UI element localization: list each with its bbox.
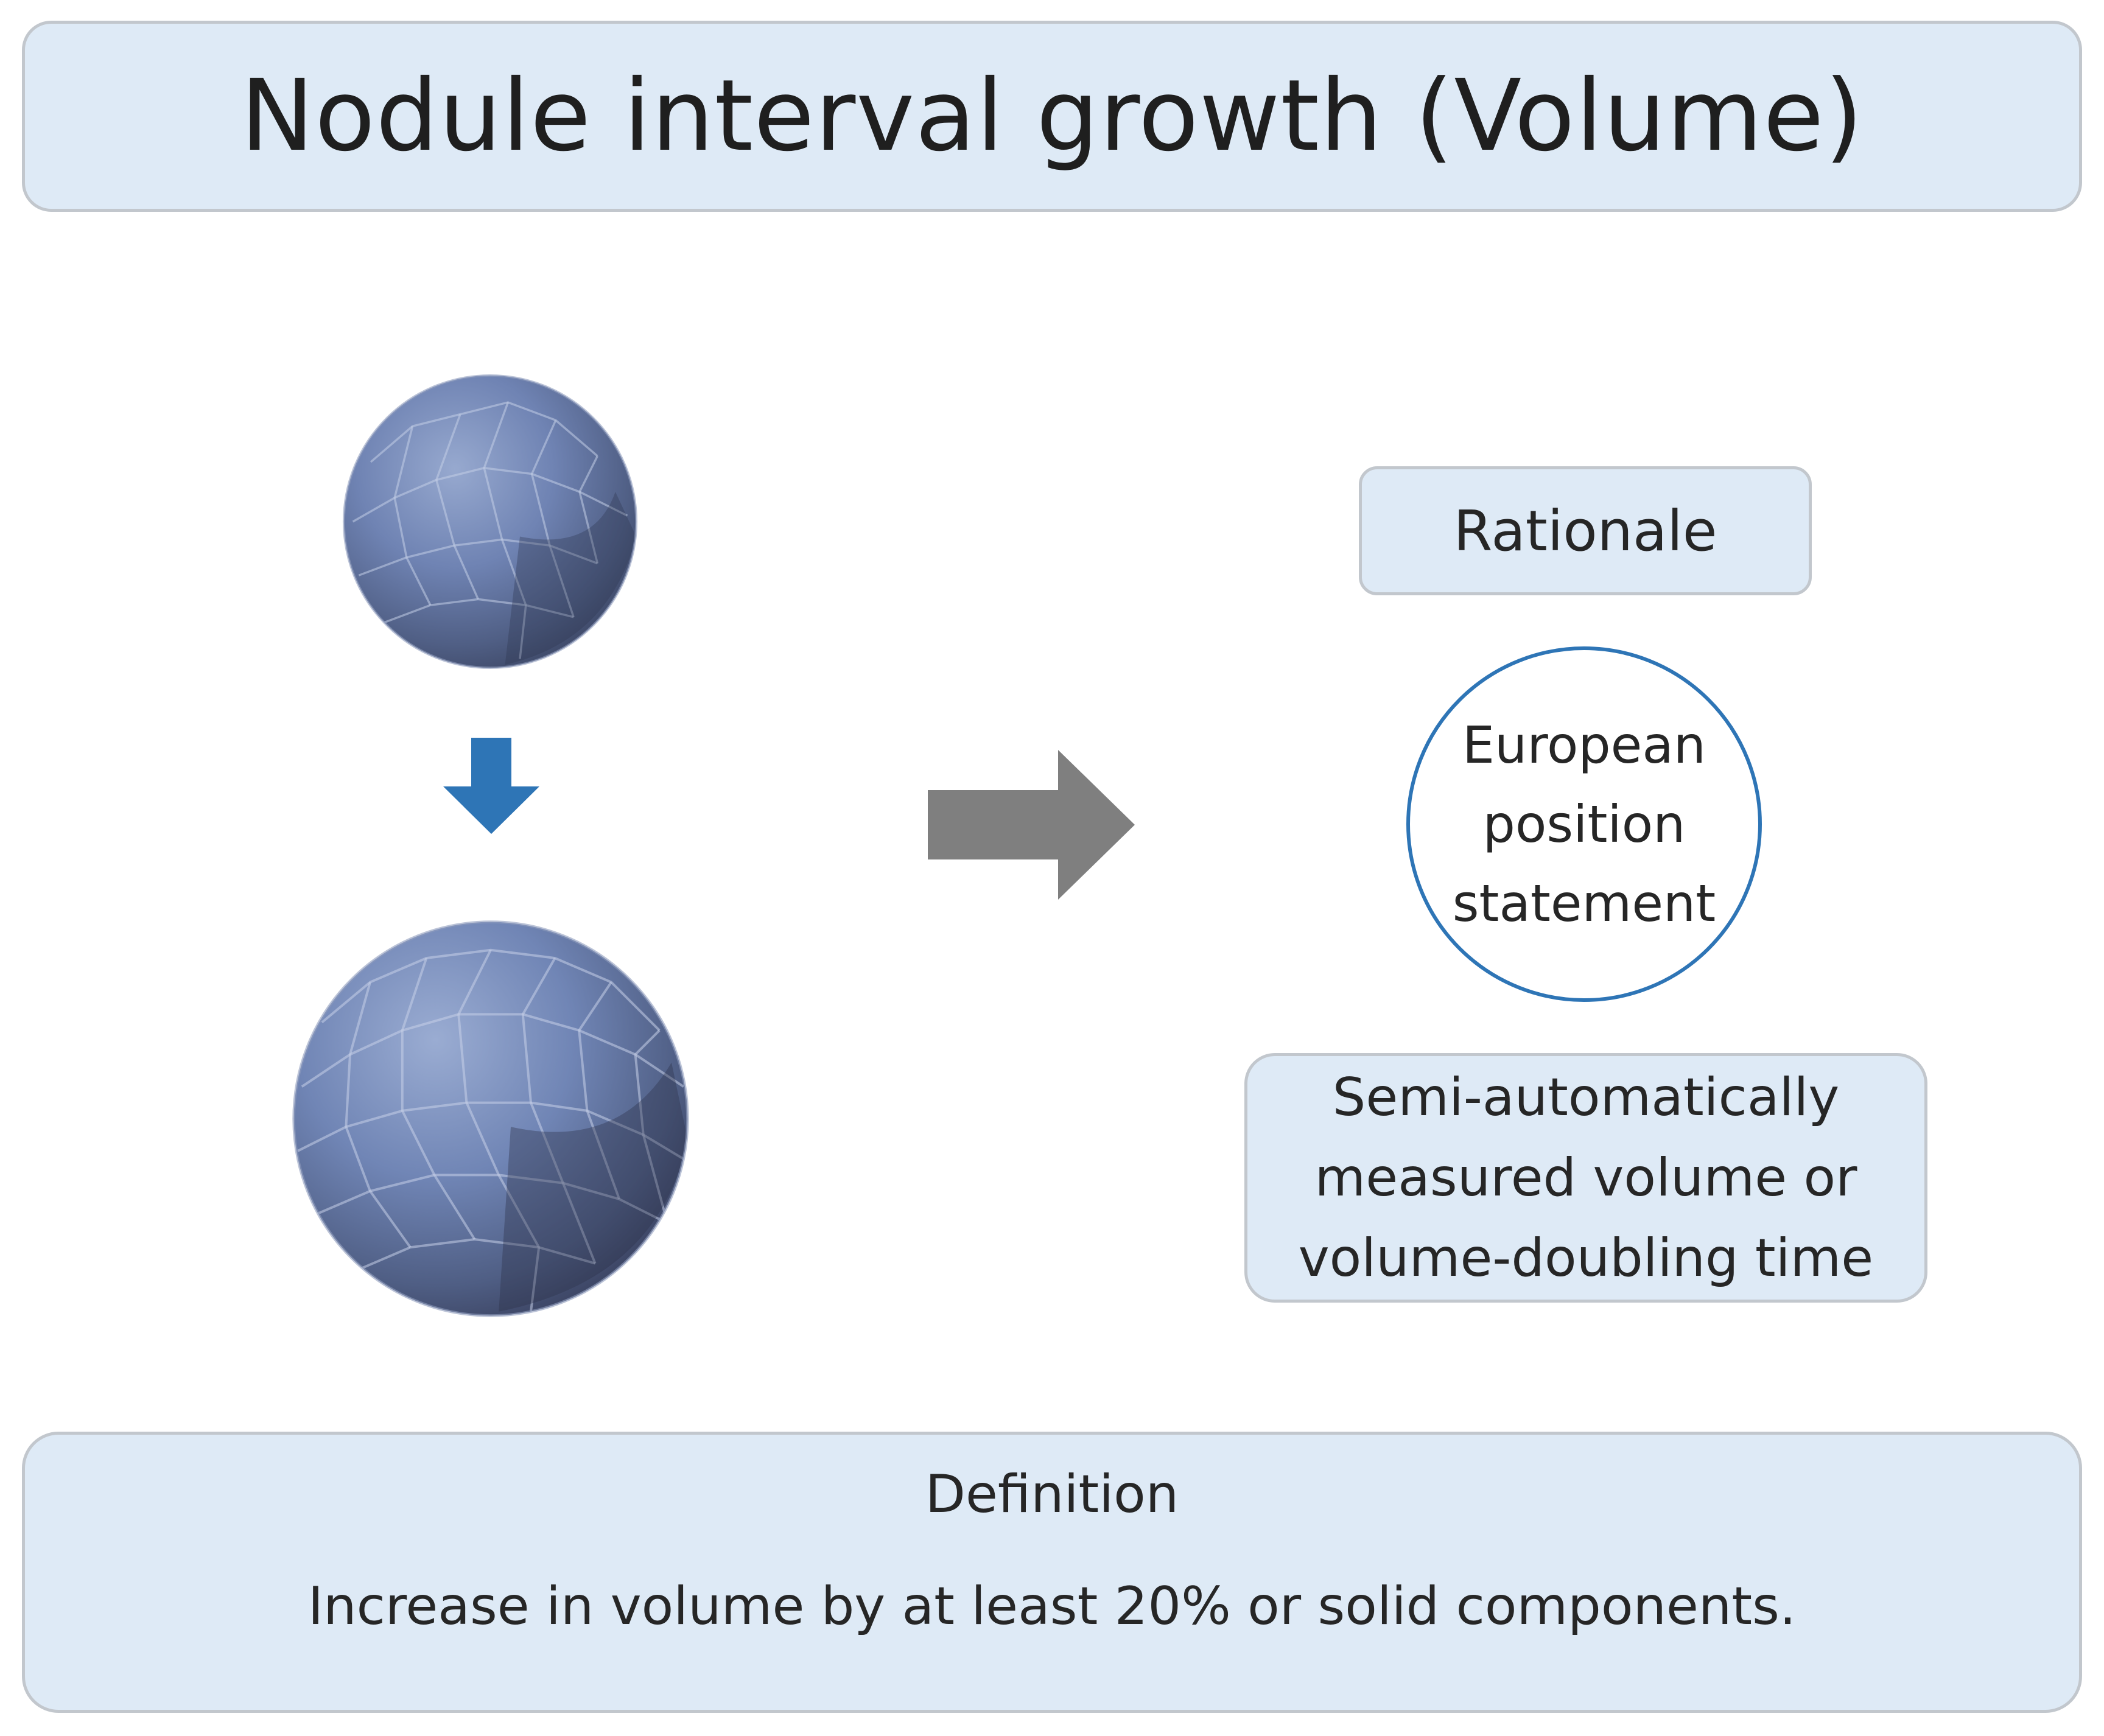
definition-heading: Definition: [925, 1464, 1179, 1525]
measurement-line: measured volume or: [1314, 1147, 1857, 1208]
measurement-line: volume-doubling time: [1298, 1228, 1874, 1289]
position-statement-circle: European position statement: [1406, 646, 1762, 1002]
small-nodule-icon: [342, 374, 638, 670]
rationale-label: Rationale: [1453, 498, 1717, 564]
arrow-right-icon: [928, 750, 1135, 900]
measurement-line: Semi-automatically: [1332, 1067, 1840, 1128]
definition-panel: Definition Increase in volume by at leas…: [22, 1432, 2082, 1713]
position-statement-line: position: [1482, 794, 1686, 854]
large-nodule-icon: [292, 920, 689, 1317]
title-panel: Nodule interval growth (Volume): [22, 21, 2082, 212]
position-statement-line: European: [1462, 715, 1706, 775]
measurement-panel: Semi-automatically measured volume or vo…: [1244, 1053, 1927, 1303]
arrow-down-icon: [443, 738, 539, 834]
diagram-title: Nodule interval growth (Volume): [240, 59, 1864, 173]
measurement-text: Semi-automatically measured volume or vo…: [1299, 1057, 1873, 1298]
position-statement-text: European position statement: [1453, 705, 1716, 943]
rationale-panel: Rationale: [1359, 466, 1812, 595]
position-statement-line: statement: [1452, 873, 1716, 933]
definition-text: Increase in volume by at least 20% or so…: [307, 1576, 1797, 1637]
